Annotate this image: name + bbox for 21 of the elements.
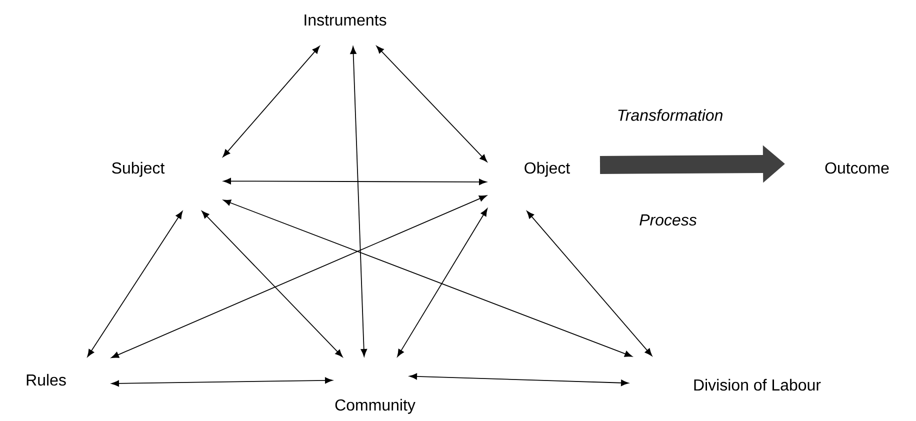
arrow	[350, 46, 368, 357]
arrow	[111, 377, 333, 387]
arrow	[409, 373, 629, 386]
process-label: Process	[640, 214, 697, 226]
arrow	[202, 210, 343, 358]
arrow	[87, 211, 183, 357]
arrow	[223, 178, 487, 186]
node-label: Instruments	[304, 14, 386, 26]
arrow	[526, 210, 652, 356]
node-label: Object	[524, 162, 570, 177]
node-label: Rules	[26, 374, 66, 386]
arrow	[111, 195, 487, 358]
edge-label: Transformation	[618, 109, 722, 121]
arrow	[222, 46, 320, 158]
arrow	[397, 208, 488, 357]
node-label: Community	[335, 398, 416, 414]
arrow	[376, 46, 488, 162]
arrow	[223, 200, 632, 357]
node-label: Division of Labour	[694, 378, 821, 391]
node-label: Subject	[112, 162, 165, 177]
node-label: Outcome	[825, 162, 889, 174]
